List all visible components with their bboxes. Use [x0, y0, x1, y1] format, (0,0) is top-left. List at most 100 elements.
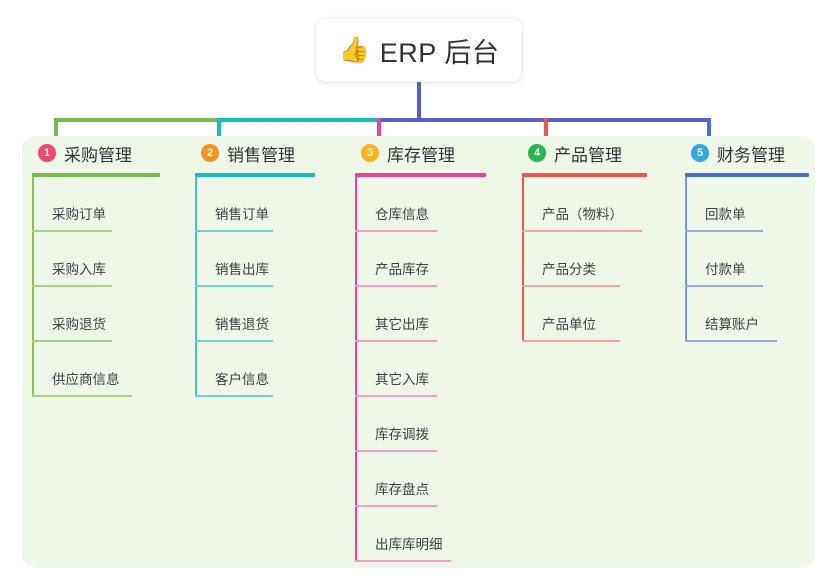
- branch-items-1: 采购订单采购入库采购退货供应商信息: [22, 177, 172, 397]
- leaf-item[interactable]: 结算账户: [675, 287, 815, 342]
- leaf-item[interactable]: 采购入库: [22, 232, 172, 287]
- bus-segment-left: [54, 118, 219, 122]
- bus-segment-middle: [217, 118, 379, 122]
- branch-title-4: 产品管理: [554, 145, 622, 165]
- leaf-item-underline: [685, 285, 763, 287]
- leaf-item-underline: [685, 340, 777, 342]
- leaf-item[interactable]: 产品（物料）: [512, 177, 662, 232]
- branch-items-5: 回款单付款单结算账户: [675, 177, 815, 342]
- root-node-card[interactable]: 👍 ERP 后台: [316, 18, 522, 82]
- leaf-item[interactable]: 销售退货: [185, 287, 328, 342]
- leaf-item-underline: [355, 450, 437, 452]
- branch-header-4[interactable]: 4 产品管理: [512, 136, 662, 170]
- branch-badge-2: 2: [201, 144, 219, 162]
- branch-underline-2: [195, 173, 315, 177]
- diagram-panel: 1 采购管理采购订单采购入库采购退货供应商信息 2 销售管理销售订单销售出库销售退货客…: [22, 136, 815, 568]
- leaf-item-underline: [355, 560, 451, 562]
- leaf-item-label: 客户信息: [215, 372, 269, 387]
- leaf-item-label: 付款单: [705, 262, 746, 277]
- leaf-item[interactable]: 采购订单: [22, 177, 172, 232]
- leaf-item-label: 结算账户: [705, 317, 759, 332]
- leaf-item-label: 回款单: [705, 207, 746, 222]
- branch-column-1: 1 采购管理采购订单采购入库采购退货供应商信息: [22, 136, 172, 397]
- leaf-item[interactable]: 客户信息: [185, 342, 328, 397]
- root-title: ERP 后台: [379, 37, 500, 68]
- leaf-item[interactable]: 销售出库: [185, 232, 328, 287]
- branch-badge-4: 4: [528, 144, 546, 162]
- branch-spine-2: [195, 177, 197, 397]
- branch-title-1: 采购管理: [64, 145, 132, 165]
- leaf-item-label: 出库库明细: [375, 537, 443, 552]
- branch-spine-4: [522, 177, 524, 342]
- leaf-item-underline: [195, 395, 273, 397]
- branch-underline-3: [355, 173, 486, 177]
- branch-header-5[interactable]: 5 财务管理: [675, 136, 815, 170]
- branch-header-2[interactable]: 2 销售管理: [185, 136, 328, 170]
- branch-spine-1: [32, 177, 34, 397]
- leaf-item-underline: [522, 340, 620, 342]
- leaf-item[interactable]: 产品单位: [512, 287, 662, 342]
- leaf-item[interactable]: 库存调拨: [345, 397, 495, 452]
- branch-column-4: 4 产品管理产品（物料） 产品分类产品单位: [512, 136, 662, 342]
- leaf-item[interactable]: 采购退货: [22, 287, 172, 342]
- leaf-item-label: 产品（物料）: [542, 207, 623, 222]
- branch-badge-3: 3: [361, 144, 379, 162]
- branch-title-2: 销售管理: [227, 145, 295, 165]
- leaf-item-label: 销售订单: [215, 207, 269, 222]
- leaf-item-underline: [195, 285, 273, 287]
- leaf-item-underline: [32, 340, 112, 342]
- leaf-item-label: 其它入库: [375, 372, 429, 387]
- leaf-item-label: 仓库信息: [375, 207, 429, 222]
- leaf-item[interactable]: 产品库存: [345, 232, 495, 287]
- leaf-item-label: 产品单位: [542, 317, 596, 332]
- leaf-item-label: 采购入库: [52, 262, 106, 277]
- leaf-item-underline: [355, 505, 437, 507]
- leaf-item[interactable]: 其它出库: [345, 287, 495, 342]
- leaf-item-label: 产品库存: [375, 262, 429, 277]
- leaf-item-label: 采购订单: [52, 207, 106, 222]
- branch-column-3: 3 库存管理仓库信息产品库存其它出库其它入库库存调拨库存盘点出库库明细: [345, 136, 495, 562]
- branch-title-3: 库存管理: [387, 145, 455, 165]
- leaf-item-underline: [32, 230, 112, 232]
- branch-header-3[interactable]: 3 库存管理: [345, 136, 495, 170]
- branch-items-4: 产品（物料） 产品分类产品单位: [512, 177, 662, 342]
- leaf-item[interactable]: 回款单: [675, 177, 815, 232]
- leaf-item-label: 其它出库: [375, 317, 429, 332]
- branch-badge-5: 5: [691, 144, 709, 162]
- trunk-line: [417, 82, 421, 122]
- leaf-item[interactable]: 销售订单: [185, 177, 328, 232]
- leaf-item-underline: [522, 285, 620, 287]
- leaf-item[interactable]: 仓库信息: [345, 177, 495, 232]
- leaf-item-label: 销售出库: [215, 262, 269, 277]
- leaf-item-underline: [355, 395, 437, 397]
- branch-items-3: 仓库信息产品库存其它出库其它入库库存调拨库存盘点出库库明细: [345, 177, 495, 562]
- branch-badge-1: 1: [38, 144, 56, 162]
- branch-spine-3: [355, 177, 357, 562]
- leaf-item-underline: [195, 230, 273, 232]
- branch-column-2: 2 销售管理销售订单销售出库销售退货客户信息: [185, 136, 328, 397]
- branch-underline-4: [522, 173, 647, 177]
- leaf-item-underline: [522, 230, 642, 232]
- branch-underline-5: [685, 173, 809, 177]
- leaf-item-underline: [32, 285, 112, 287]
- leaf-item-label: 库存盘点: [375, 482, 429, 497]
- branch-column-5: 5 财务管理回款单付款单结算账户: [675, 136, 815, 342]
- leaf-item[interactable]: 付款单: [675, 232, 815, 287]
- leaf-item-underline: [32, 395, 132, 397]
- leaf-item[interactable]: 产品分类: [512, 232, 662, 287]
- leaf-item[interactable]: 出库库明细: [345, 507, 495, 562]
- leaf-item[interactable]: 其它入库: [345, 342, 495, 397]
- thumbs-up-icon: 👍: [338, 35, 370, 64]
- branch-items-2: 销售订单销售出库销售退货客户信息: [185, 177, 328, 397]
- leaf-item-label: 销售退货: [215, 317, 269, 332]
- leaf-item[interactable]: 库存盘点: [345, 452, 495, 507]
- leaf-item-label: 供应商信息: [52, 372, 120, 387]
- leaf-item-underline: [355, 285, 437, 287]
- leaf-item-underline: [195, 340, 273, 342]
- leaf-item-label: 库存调拨: [375, 427, 429, 442]
- leaf-item-underline: [685, 230, 763, 232]
- branch-header-1[interactable]: 1 采购管理: [22, 136, 172, 170]
- leaf-item-label: 采购退货: [52, 317, 106, 332]
- branch-title-5: 财务管理: [717, 145, 785, 165]
- leaf-item[interactable]: 供应商信息: [22, 342, 172, 397]
